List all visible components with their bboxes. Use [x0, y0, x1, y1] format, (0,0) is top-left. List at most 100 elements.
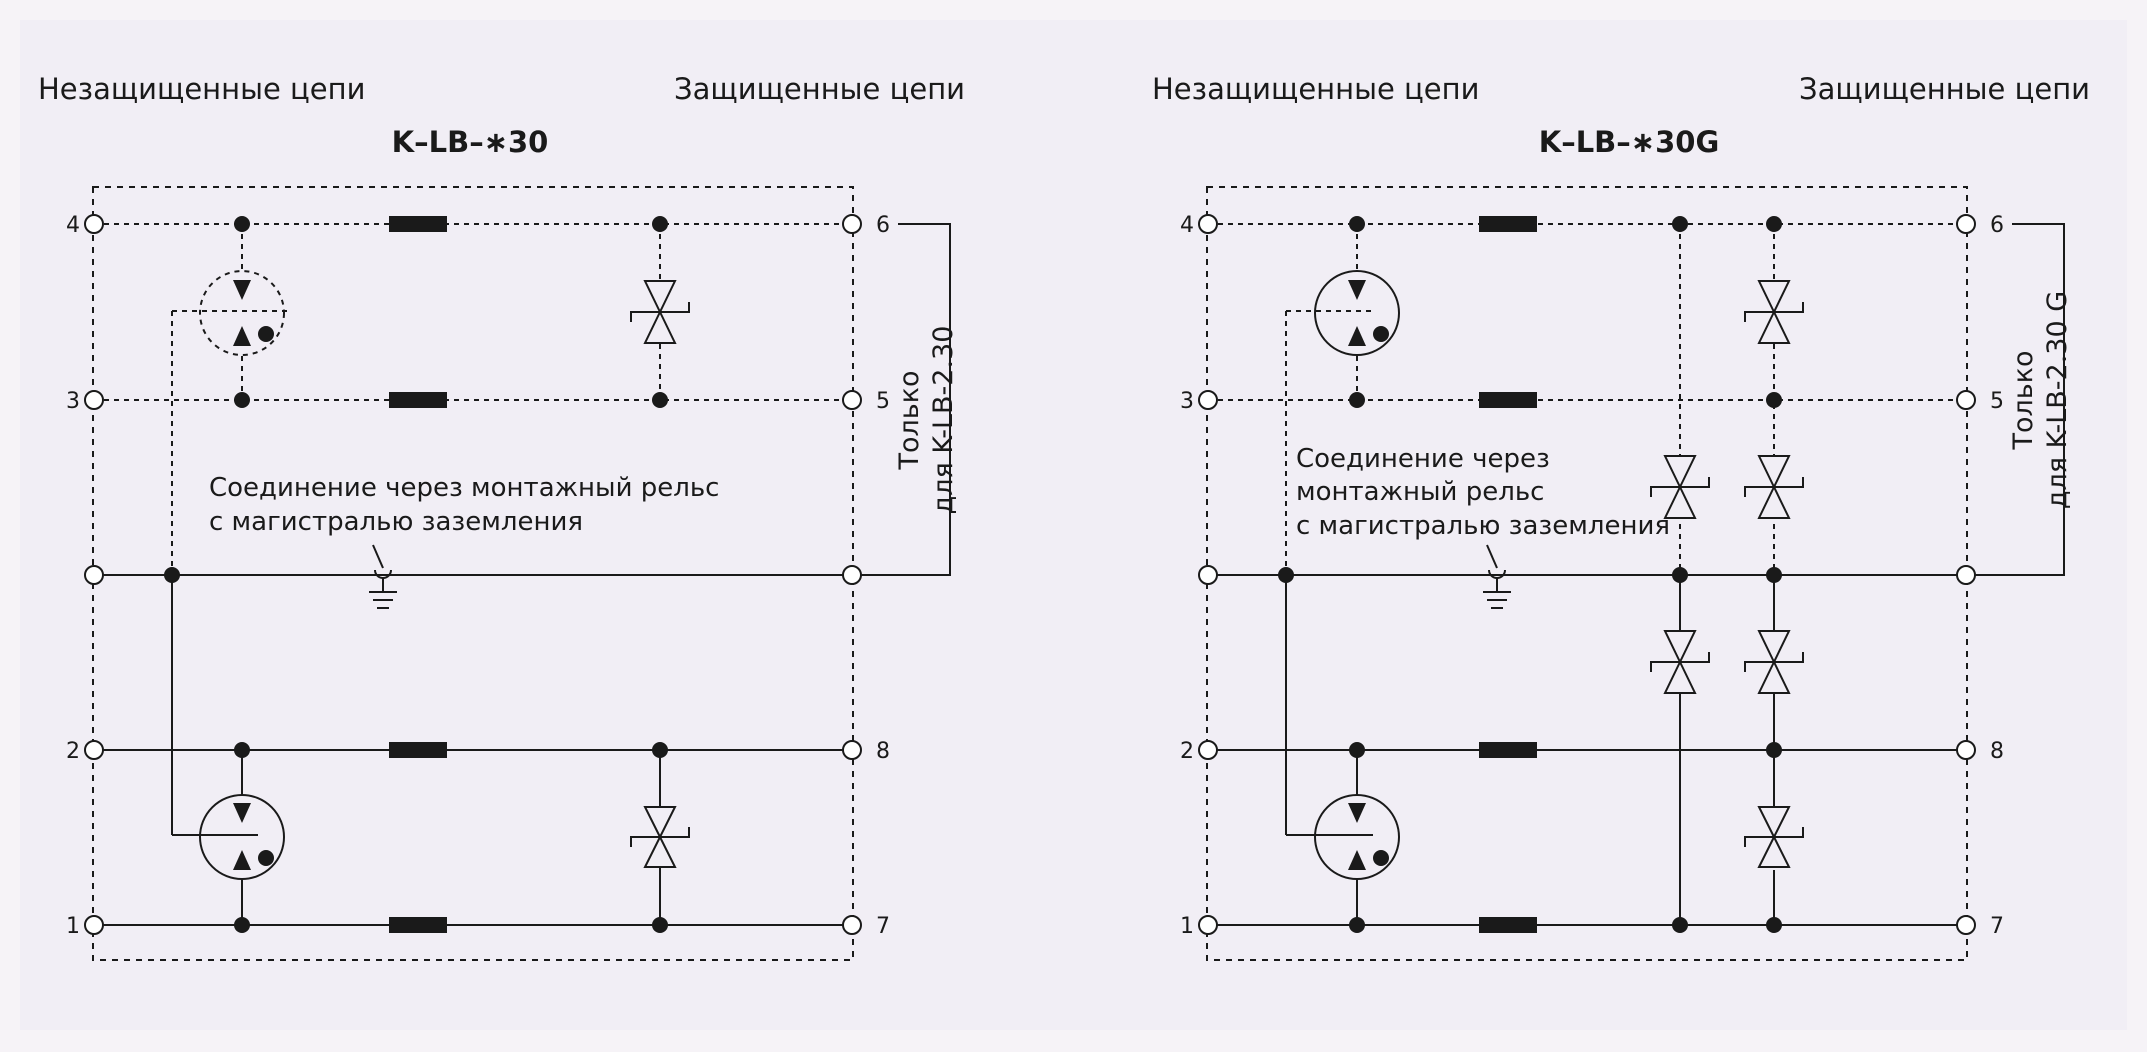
right-pin-1: 1 — [1180, 914, 1194, 939]
left-junction-7 — [652, 742, 668, 758]
left-terminal-4 — [84, 214, 104, 234]
left-terminal-3 — [84, 390, 104, 410]
left-junction-1 — [234, 216, 250, 232]
left-terminal-8 — [842, 740, 862, 760]
right-junction-13 — [1766, 917, 1782, 933]
left-terminal-7 — [842, 915, 862, 935]
left-resistor-mid — [389, 392, 447, 408]
right-terminal-5 — [1956, 390, 1976, 410]
right-gdt-top-arrow-up — [1348, 326, 1366, 346]
right-junction-2 — [1672, 216, 1688, 232]
right-junction-4 — [1349, 392, 1365, 408]
left-gdt-bottom — [199, 794, 285, 880]
right-pin-2: 2 — [1180, 739, 1194, 764]
right-gdt-bottom-arrow-up — [1348, 850, 1366, 870]
right-pin-5: 5 — [1990, 389, 2004, 414]
left-note-line-1: Соединение через монтажный рельс — [209, 473, 719, 503]
right-terminal-7 — [1956, 915, 1976, 935]
left-pin-2: 2 — [66, 739, 80, 764]
right-gdt-top — [1314, 270, 1400, 356]
right-junction-10 — [1766, 742, 1782, 758]
left-gdt-bottom-arrow-down — [233, 803, 251, 823]
left-pin-4: 4 — [66, 213, 80, 238]
left-tvs-bottom — [630, 806, 690, 868]
left-side-label: Только для K-LB-2.30 — [894, 326, 959, 515]
left-junction-8 — [234, 917, 250, 933]
right-side-line-2: для K-LB-2.30 G — [2042, 291, 2073, 509]
left-terminal-ground-in — [84, 565, 104, 585]
right-junction-5 — [1766, 392, 1782, 408]
right-note-line-2: монтажный рельс — [1296, 477, 1544, 507]
right-header-unprotected: Незащищенные цепи — [1152, 72, 1479, 106]
left-terminal-5 — [842, 390, 862, 410]
right-ground-symbol — [1483, 544, 1511, 609]
right-terminal-3 — [1198, 390, 1218, 410]
right-pin-7: 7 — [1990, 914, 2004, 939]
right-junction-12 — [1672, 917, 1688, 933]
left-terminal-ground-out — [842, 565, 862, 585]
left-pin-6: 6 — [876, 213, 890, 238]
left-side-line-1: Только — [894, 370, 925, 470]
left-junction-9 — [652, 917, 668, 933]
right-side-label: Только для K-LB-2.30 G — [2008, 291, 2073, 509]
right-gdt-bottom-dot — [1373, 850, 1389, 866]
left-terminal-6 — [842, 214, 862, 234]
right-tvs-branch-a-upper — [1650, 455, 1710, 519]
left-resistor-1-7 — [389, 917, 447, 933]
right-gdt-bottom — [1314, 794, 1400, 880]
left-resistor-2-8 — [389, 742, 447, 758]
right-junction-3 — [1766, 216, 1782, 232]
right-terminal-2 — [1198, 740, 1218, 760]
left-gdt-bottom-arrow-up — [233, 850, 251, 870]
right-tvs-branch-a-lower — [1650, 630, 1710, 694]
left-gdt-top-arrow-down — [233, 280, 251, 300]
left-tvs-top — [630, 280, 690, 344]
right-note-line-1: Соединение через — [1296, 444, 1550, 474]
right-side-line-1: Только — [2008, 350, 2039, 450]
left-diagram: Незащищенные цепи Защищенные цепи K–LB–∗… — [38, 72, 965, 961]
right-gdt-top-arrow-down — [1348, 280, 1366, 300]
left-pin-8: 8 — [876, 739, 890, 764]
right-pin-6: 6 — [1990, 213, 2004, 238]
left-gdt-top-dot — [258, 326, 274, 342]
right-resistor-1-7 — [1479, 917, 1537, 933]
right-terminal-8 — [1956, 740, 1976, 760]
left-junction-6 — [234, 742, 250, 758]
left-side-line-2: для K-LB-2.30 — [928, 326, 959, 515]
left-pin-1: 1 — [66, 914, 80, 939]
right-note-line-3: с магистралью заземления — [1296, 511, 1670, 541]
right-pin-8: 8 — [1990, 739, 2004, 764]
right-diagram: Незащищенные цепи Защищенные цепи K–LB–∗… — [1152, 72, 2090, 961]
left-gdt-bottom-dot — [258, 850, 274, 866]
right-resistor-top — [1479, 216, 1537, 232]
right-tvs-branch-b-lower — [1744, 630, 1804, 694]
left-terminal-1 — [84, 915, 104, 935]
left-junction-2 — [652, 216, 668, 232]
right-tvs-branch-b-upper — [1744, 455, 1804, 519]
left-note-line-2: с магистралью заземления — [209, 507, 583, 537]
right-junction-7 — [1672, 567, 1688, 583]
right-resistor-mid — [1479, 392, 1537, 408]
right-pin-3: 3 — [1180, 389, 1194, 414]
right-resistor-2-8 — [1479, 742, 1537, 758]
right-terminal-4 — [1198, 214, 1218, 234]
left-junction-3 — [234, 392, 250, 408]
left-ground-symbol — [369, 544, 397, 609]
right-gdt-top-dot — [1373, 326, 1389, 342]
right-terminal-ground-in — [1198, 565, 1218, 585]
right-side-bracket — [1966, 223, 2065, 576]
right-terminal-ground-out — [1956, 565, 1976, 585]
right-header-protected: Защищенные цепи — [1799, 72, 2090, 106]
right-tvs-bottom — [1744, 806, 1804, 870]
left-side-bracket — [852, 223, 951, 576]
right-gdt-bottom-arrow-down — [1348, 803, 1366, 823]
left-header-protected: Защищенные цепи — [674, 72, 965, 106]
right-terminal-1 — [1198, 915, 1218, 935]
right-junction-9 — [1349, 742, 1365, 758]
right-tvs-top — [1744, 280, 1804, 344]
left-gdt-top-arrow-up — [233, 326, 251, 346]
right-pin-4: 4 — [1180, 213, 1194, 238]
left-resistor-top — [389, 216, 447, 232]
